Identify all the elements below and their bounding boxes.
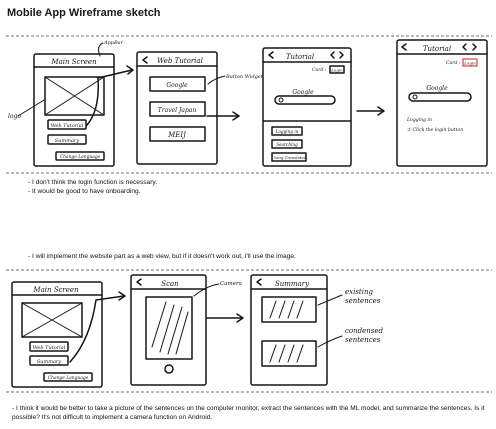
tutorial-1-item-2: Searching (276, 142, 298, 147)
phone-tutorial-2: Tutorial Card : Login Google Logging in … (396, 39, 488, 167)
phone-scan: Scan (130, 274, 207, 386)
tutorial-1-login: Login (330, 68, 343, 73)
appbar-annotation-arrow (98, 42, 104, 57)
note-top: - I don't think the login function is ne… (28, 178, 157, 196)
summary-button-2: Summary (37, 359, 61, 365)
note-bottom: - I think it would be better to take a p… (12, 405, 485, 421)
note-top-line-2: - It would be good to have onboarding. (28, 188, 141, 195)
change-language-button-2: Change Language (48, 376, 89, 381)
appbar-annotation: AppBar (103, 40, 124, 46)
web-tutorial-button: Web Tutorial (51, 123, 84, 129)
tutorial-2-caption: Logging in (406, 117, 432, 123)
button-widget-arrow (207, 75, 226, 85)
tutorial-1-item-1: Logging in (275, 129, 299, 134)
phone-summary: Summary (250, 274, 328, 386)
logo-annotation-arrow (17, 99, 45, 117)
phone-web-tutorial: Web Tutorial Google Travel Japan MEIJ (136, 51, 218, 165)
summary-button: Summary (55, 138, 79, 144)
camera-annotation: Camera (220, 281, 242, 287)
main-screen-2-title: Main Screen (32, 286, 79, 294)
button-widget-annotation: Button Widget (225, 74, 264, 80)
summary-title: Summary (275, 280, 310, 288)
arrow-main-to-web (86, 69, 133, 126)
web-item-1: Google (166, 82, 188, 89)
phone-main-screen: Main Screen Web Tutorial Summary Change … (33, 53, 115, 167)
note-middle: - I will implement the website part as a… (28, 253, 296, 260)
tutorial-1-title: Tutorial (286, 53, 314, 61)
camera-annotation-arrow (193, 283, 220, 297)
change-language-button: Change Language (60, 155, 101, 160)
scan-title: Scan (161, 280, 179, 288)
tutorial-2-card: Card : (446, 60, 461, 66)
web-tutorial-button-2: Web Tutorial (33, 345, 66, 351)
tutorial-2-login: Login (463, 61, 476, 66)
tutorial-2-google: Google (426, 85, 448, 92)
note-top-line-1: - I don't think the login function is ne… (28, 179, 158, 186)
tutorial-1-google: Google (292, 89, 314, 96)
phone-tutorial-1: Tutorial Card : Login Google Logging in … (262, 47, 352, 167)
tutorial-2-step: ① Click the login button (407, 127, 463, 133)
web-item-2: Travel Japan (158, 107, 197, 114)
arrow-main2-to-scan (69, 295, 125, 363)
tutorial-1-item-3: Using Translated (272, 155, 307, 160)
main-screen-title: Main Screen (50, 58, 97, 66)
web-tutorial-title: Web Tutorial (157, 57, 203, 65)
tutorial-2-title: Tutorial (423, 45, 451, 53)
web-item-3: MEIJ (167, 131, 187, 139)
logo-annotation: logo (8, 113, 21, 120)
tutorial-1-card: Card : (312, 67, 327, 73)
phone-main-screen-2: Main Screen Web Tutorial Summary Change … (11, 281, 103, 388)
page-title: Mobile App Wireframe sketch (7, 7, 161, 19)
